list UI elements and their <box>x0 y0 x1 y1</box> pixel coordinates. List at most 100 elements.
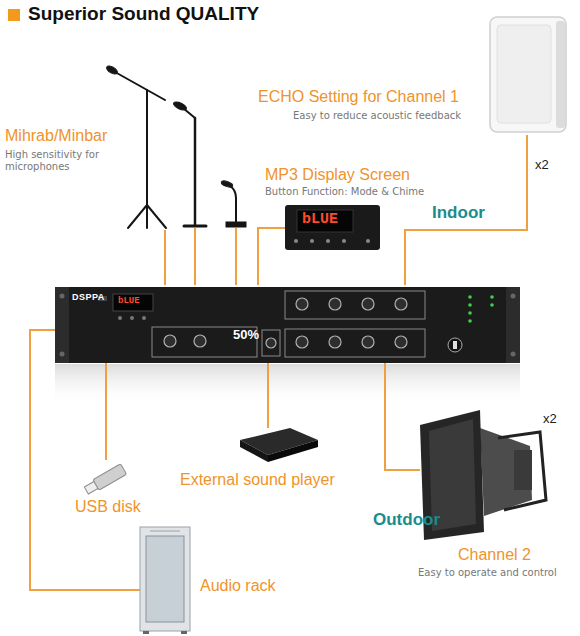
mic-stand <box>146 90 148 205</box>
node-text: 50% <box>233 328 259 343</box>
external-player <box>240 428 318 462</box>
node-text: Easy to reduce acoustic feedback <box>293 110 461 122</box>
player-front <box>268 440 318 462</box>
led <box>468 311 472 315</box>
amplifier-reflection <box>55 364 520 406</box>
display-button <box>310 239 314 243</box>
speaker-side <box>556 21 565 128</box>
node-text: bLUE <box>118 296 140 306</box>
amplifier-body <box>55 287 520 363</box>
usb-disk <box>83 464 126 496</box>
component-node: USB disk <box>88 460 128 495</box>
display-button <box>294 239 298 243</box>
led-group <box>468 295 494 323</box>
cable-connector <box>267 363 269 428</box>
power-button <box>448 338 462 352</box>
cable-connector <box>30 330 140 590</box>
node-text: Mihrab/Minbar <box>5 127 107 145</box>
component-node: ECHO Setting for Channel 1Easy to reduce… <box>488 15 570 135</box>
horn-driver <box>514 450 532 490</box>
rack-vent <box>150 531 180 532</box>
page-title: Superior Sound QUALITY <box>28 3 259 25</box>
mic-stand <box>194 118 197 225</box>
tripod-leg <box>128 205 147 228</box>
led <box>490 303 494 307</box>
title-bullet <box>8 9 20 21</box>
component-node: Mihrab/MinbarHigh sensitivity for microp… <box>100 65 250 230</box>
cable-connector <box>258 228 285 285</box>
rack-hole <box>60 294 65 299</box>
knob <box>194 335 206 347</box>
node-text: Easy to operate and control <box>418 567 557 579</box>
cable-connector <box>164 230 166 285</box>
horn-body <box>480 428 532 516</box>
mic-leader-lines <box>195 228 236 285</box>
amplifier-illustration <box>55 287 520 406</box>
knob <box>395 336 407 348</box>
node-text: ECHO Setting for Channel 1 <box>258 88 459 106</box>
rack-ear <box>506 287 520 363</box>
node-text: bLUE <box>302 211 338 228</box>
boom-arm <box>115 72 165 100</box>
knob-group <box>164 298 407 348</box>
speaker-grille <box>497 25 551 123</box>
knob <box>329 298 341 310</box>
microphone-group <box>105 64 246 228</box>
aux-panel <box>262 330 280 356</box>
rack-door <box>146 536 184 622</box>
rack-ear <box>55 287 69 363</box>
display-button <box>366 239 370 243</box>
node-text: USB disk <box>75 498 141 516</box>
zone-label: Indoor <box>432 203 485 223</box>
power-switch <box>453 341 457 349</box>
mp3-display <box>285 205 380 250</box>
amp-screen <box>113 294 153 311</box>
rack-foot <box>143 631 149 634</box>
usb-plug <box>84 482 98 494</box>
transport-button <box>118 316 122 320</box>
led <box>490 295 494 299</box>
knob <box>329 336 341 348</box>
knob <box>362 336 374 348</box>
microphone-head <box>105 64 118 75</box>
node-text: MP3 Display Screen <box>265 166 410 184</box>
node-text: x2 <box>535 158 549 173</box>
knob <box>164 335 176 347</box>
node-text: Button Function: Mode & Chime <box>265 186 424 198</box>
node-text: Audio rack <box>200 577 276 595</box>
usb-body <box>93 464 127 490</box>
knob <box>395 298 407 310</box>
display-button <box>326 239 330 243</box>
rack-hole <box>511 294 516 299</box>
cable-connector <box>405 135 527 285</box>
microphone-head <box>221 180 234 189</box>
node-text: DSPPA <box>72 292 105 302</box>
rack-hole <box>60 352 65 357</box>
led <box>468 295 472 299</box>
indoor-speaker <box>490 17 566 132</box>
node-text: High sensitivity for microphones <box>5 149 100 172</box>
node-text: Channel 2 <box>458 546 531 564</box>
tripod-leg <box>147 205 166 228</box>
display-screen <box>297 210 353 232</box>
component-node: bLUEMP3 Display ScreenButton Function: M… <box>285 205 380 250</box>
stand-base <box>184 225 206 228</box>
transport-button <box>142 316 146 320</box>
zone-label: Outdoor <box>373 510 440 530</box>
led <box>468 319 472 323</box>
component-node: DSPPA bLUE 50% <box>55 285 520 363</box>
leader-line <box>194 228 196 285</box>
node-text: x2 <box>543 412 557 427</box>
audio-rack <box>140 527 190 634</box>
knob <box>362 298 374 310</box>
component-node: Audio rack <box>140 525 190 633</box>
display-panel <box>285 205 380 250</box>
player-side <box>240 440 268 462</box>
channel-panel <box>285 291 425 319</box>
leader-line <box>235 228 237 285</box>
tripod-leg <box>146 205 148 228</box>
horn-bracket <box>498 432 546 510</box>
led <box>468 303 472 307</box>
speaker-cabinet <box>490 17 566 132</box>
